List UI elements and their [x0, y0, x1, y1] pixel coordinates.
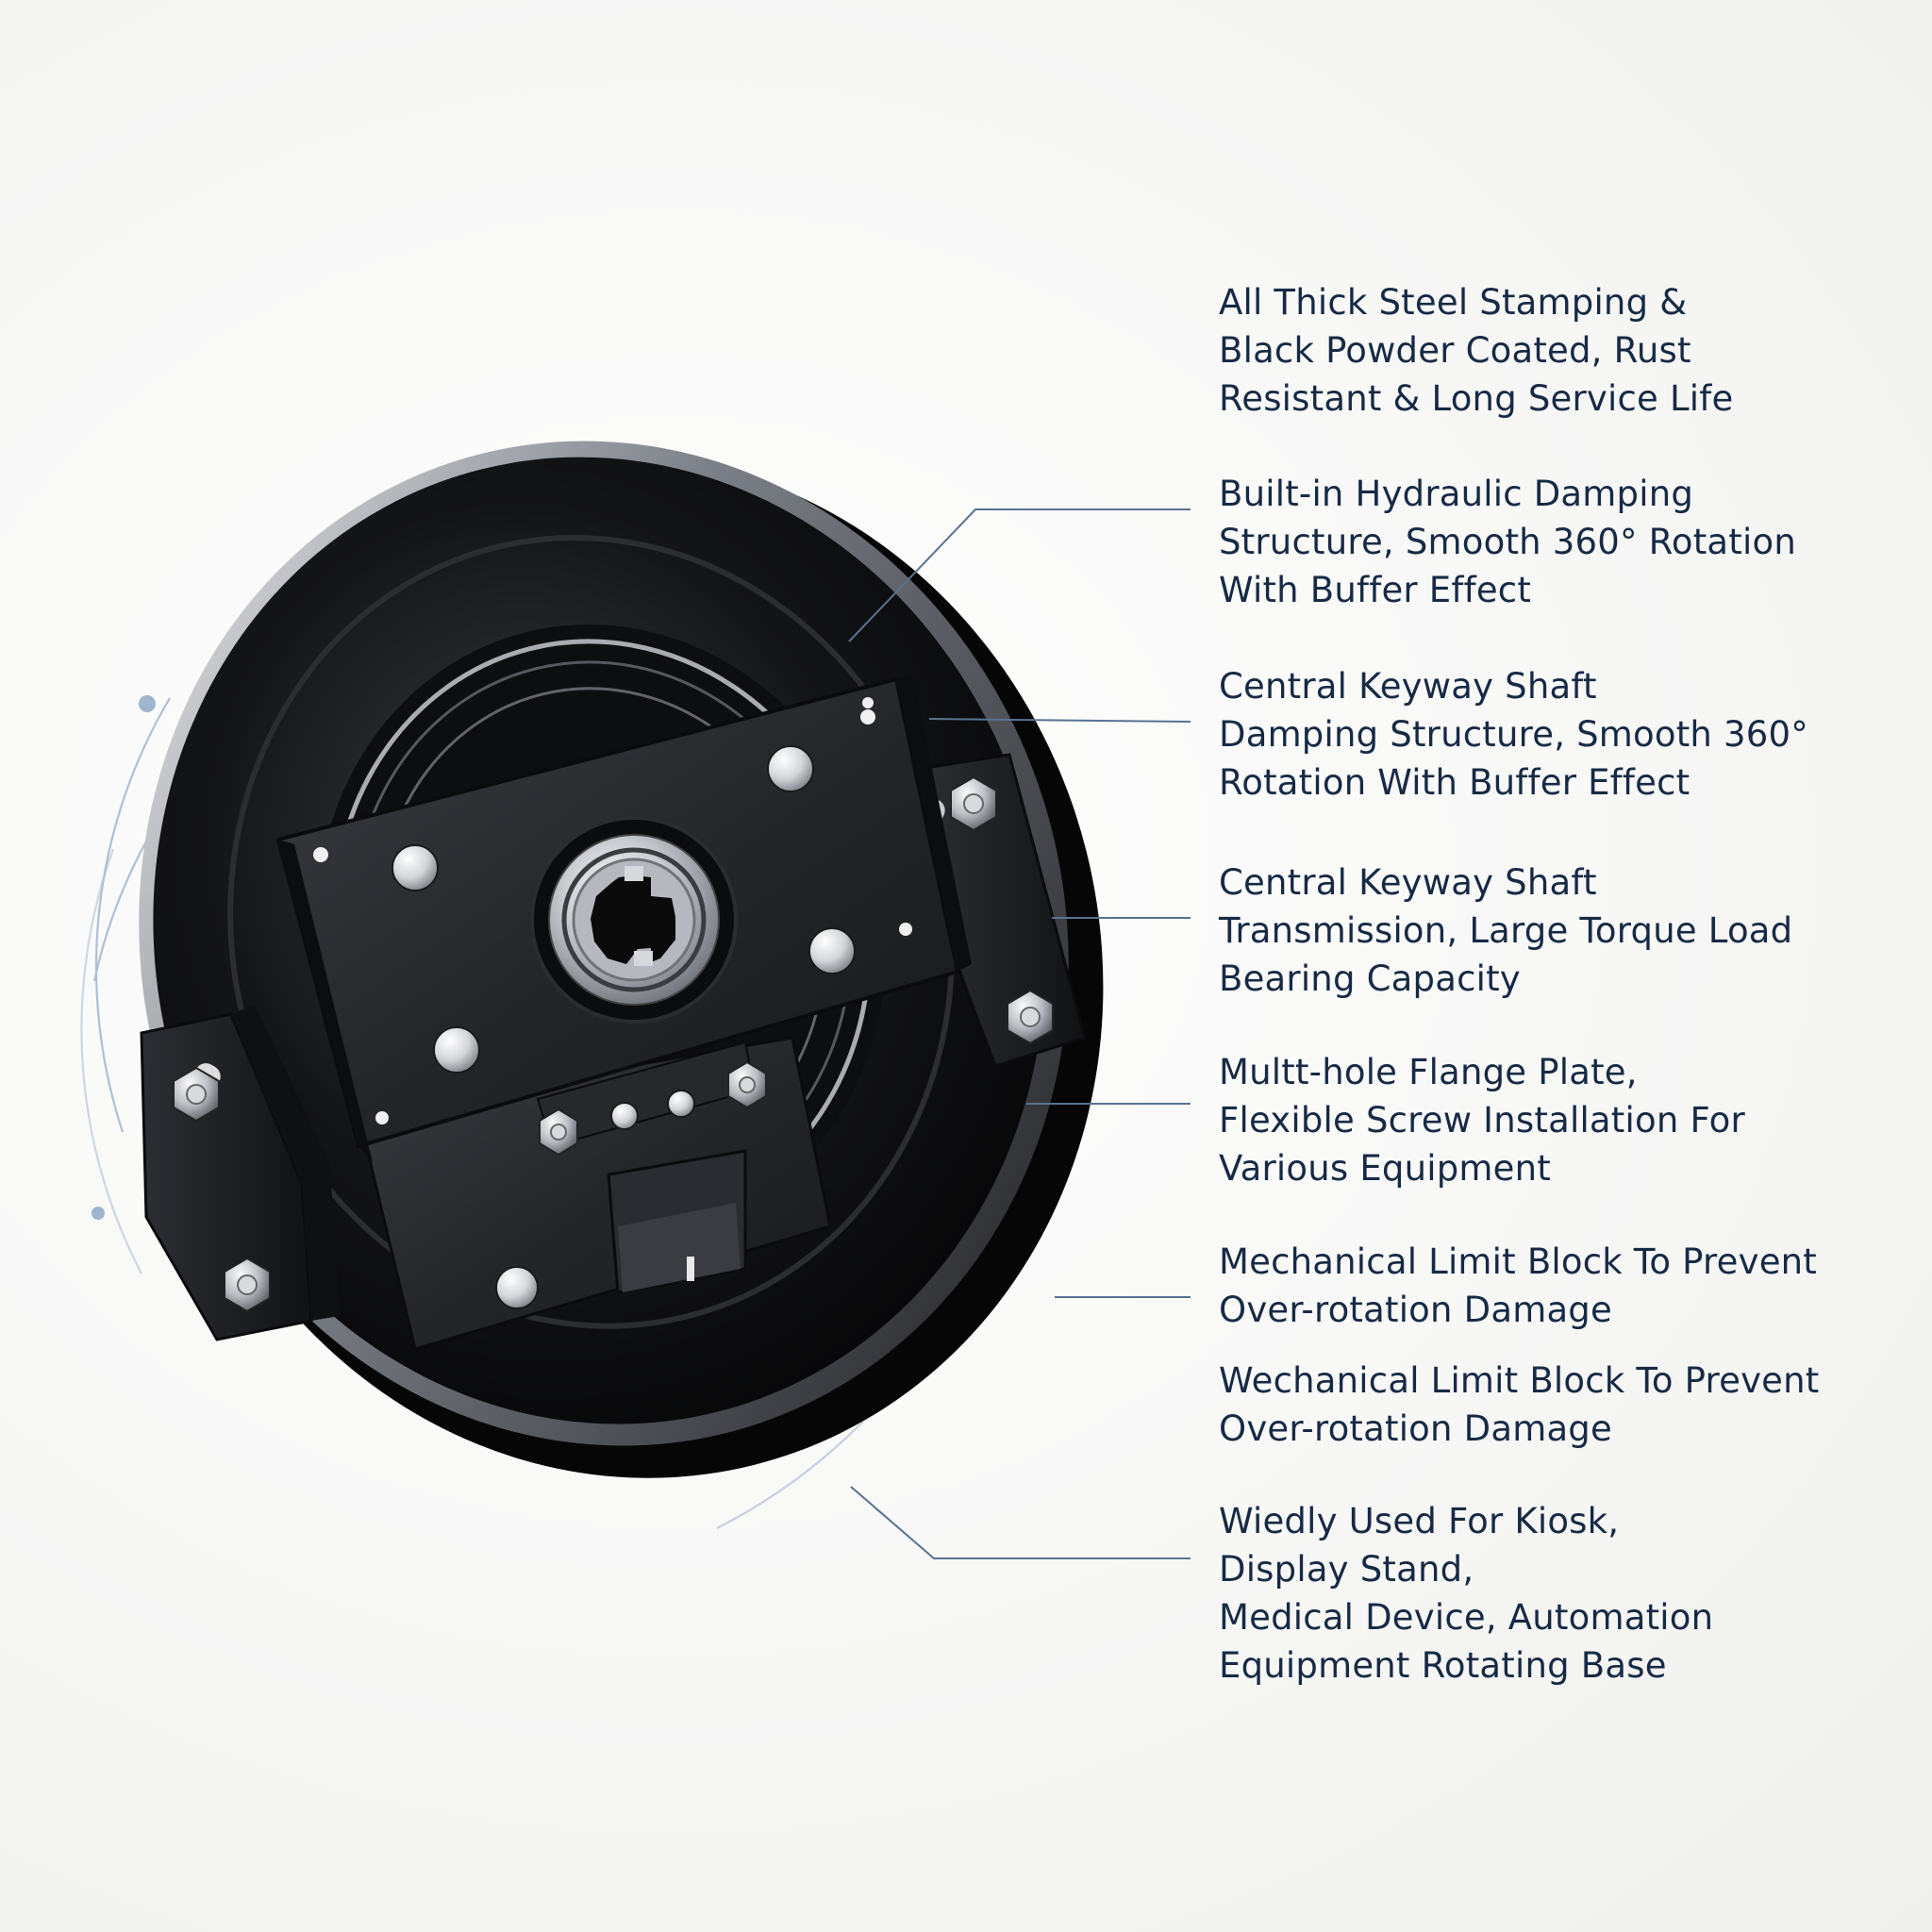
callout-hydraulic-damping: Built-in Hydraulic Damping Structure, Sm…	[1219, 474, 1796, 610]
callout-flange-plate: Multt-hole Flange Plate, Flexible Screw …	[1219, 1052, 1745, 1189]
rivet-icon	[610, 1102, 639, 1130]
rivet-icon	[391, 844, 439, 891]
callout-applications: Wiedly Used For Kiosk, Display Stand, Me…	[1219, 1501, 1714, 1686]
rivets	[313, 697, 912, 1309]
rivet-icon	[767, 745, 814, 792]
keyway-shaft-icon	[591, 875, 675, 964]
bolts	[173, 775, 1054, 1313]
callout-keyway-transmission: Central Keyway Shaft Transmission, Large…	[1219, 862, 1793, 999]
leader-lines	[848, 508, 1191, 1559]
leader-line	[928, 718, 1191, 723]
hex-bolt-icon	[173, 1066, 220, 1123]
hex-bolt-icon	[727, 1060, 767, 1109]
hex-bolt-icon	[539, 1108, 578, 1157]
rivet-icon	[495, 1266, 539, 1309]
leader-line	[848, 508, 1191, 642]
rivet-icon	[433, 1026, 480, 1074]
hex-bolt-icon	[950, 775, 997, 832]
rivet-icon	[808, 927, 856, 974]
callout-limit-block: Mechanical Limit Block To Prevent Over-r…	[1219, 1241, 1818, 1330]
accent-dot	[139, 695, 156, 712]
accent-dot	[92, 1207, 105, 1220]
hex-bolt-icon	[1007, 989, 1054, 1045]
lower-mounting-plate	[357, 1036, 832, 1351]
callout-limit-block-repeat: Wechanical Limit Block To Prevent Over-r…	[1219, 1360, 1820, 1449]
callout-steel-stamping: All Thick Steel Stamping & Black Powder …	[1219, 282, 1734, 419]
rivet-icon	[667, 1090, 695, 1118]
callout-keyway-damping: Central Keyway Shaft Damping Structure, …	[1219, 666, 1808, 803]
central-bearing	[530, 816, 738, 1024]
leader-line	[850, 1486, 1191, 1559]
hex-bolt-icon	[224, 1257, 271, 1313]
